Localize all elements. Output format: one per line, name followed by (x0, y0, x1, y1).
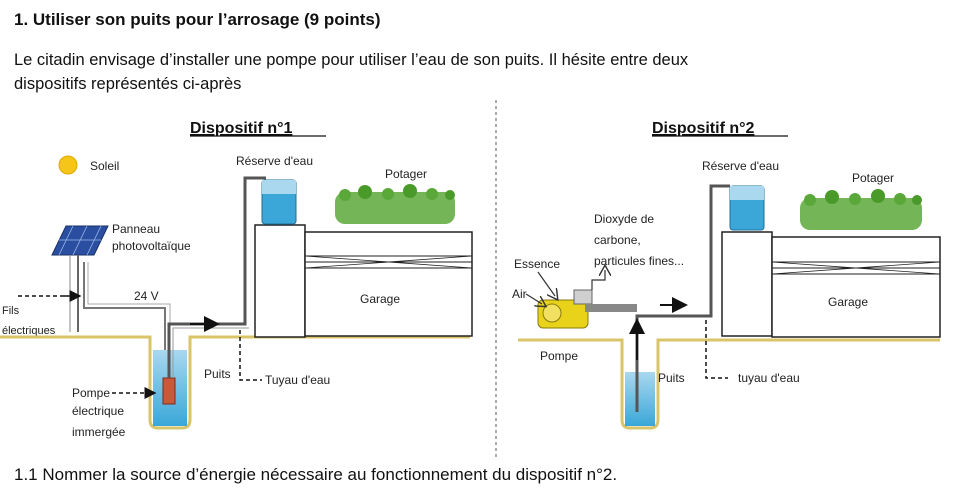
pompe-label-d2: Pompe (540, 349, 578, 363)
tower-2 (721, 231, 773, 337)
pompe-label-3: immergée (72, 425, 126, 439)
pompe-label-1: Pompe (72, 386, 110, 400)
potager-label-1: Potager (385, 167, 427, 181)
potager-label-2: Potager (852, 171, 894, 185)
plants-icon-1 (335, 184, 455, 224)
tuyau-label-2: tuyau d'eau (738, 371, 800, 385)
dioxyde-label-3: particules fines... (594, 254, 684, 268)
intro-paragraph: Le citadin envisage d’installer une pomp… (14, 48, 944, 96)
dispositif-1: Dispositif n°1 Soleil Panneau photovolta… (0, 120, 473, 439)
reserve-label-1: Réserve d'eau (236, 154, 313, 168)
pompe-label-2: électrique (72, 404, 124, 418)
garage-1 (304, 231, 473, 337)
sun-icon (58, 155, 78, 175)
air-label: Air (512, 287, 527, 301)
water-pipe-1 (167, 176, 266, 378)
intro-line-1: Le citadin envisage d’installer une pomp… (14, 51, 689, 69)
fils-label-2: électriques (2, 325, 56, 337)
fils-label-1: Fils (2, 305, 20, 317)
intro-line-2: dispositifs représentés ci-après (14, 75, 242, 93)
soleil-label: Soleil (90, 159, 119, 173)
voltage-label: 24 V (134, 289, 159, 303)
electric-wire (83, 262, 166, 380)
puits-label-2: Puits (658, 371, 685, 385)
dispositif-2: Dispositif n°2 Réserve d'eau Garage Pota… (512, 120, 941, 430)
panneau-label-2: photovoltaïque (112, 239, 191, 253)
garage-2 (771, 236, 941, 338)
submerged-pump-icon (162, 377, 176, 405)
garage-label-1: Garage (360, 292, 400, 306)
ground-2 (518, 338, 940, 430)
section-heading: 1. Utiliser son puits pour l’arrosage (9… (14, 10, 381, 29)
reserve-label-2: Réserve d'eau (702, 159, 779, 173)
tower-1 (254, 224, 306, 338)
solar-panel-icon (51, 225, 109, 332)
garage-label-2: Garage (828, 295, 868, 309)
dispositif-2-title: Dispositif n°2 (652, 120, 755, 137)
plants-icon-2 (800, 189, 922, 230)
panneau-label-1: Panneau (112, 222, 160, 236)
motor-pump-icon (537, 289, 637, 329)
puits-label-1: Puits (204, 367, 231, 381)
ground-1 (0, 335, 470, 430)
question-1-1: 1.1 Nommer la source d’énergie nécessair… (14, 465, 618, 484)
dioxyde-label-2: carbone, (594, 233, 641, 247)
tuyau-label-1: Tuyau d'eau (265, 373, 330, 387)
dispositif-1-title: Dispositif n°1 (190, 120, 293, 137)
dioxyde-label-1: Dioxyde de (594, 212, 654, 226)
well-water-2 (625, 372, 655, 426)
essence-label: Essence (514, 257, 560, 271)
